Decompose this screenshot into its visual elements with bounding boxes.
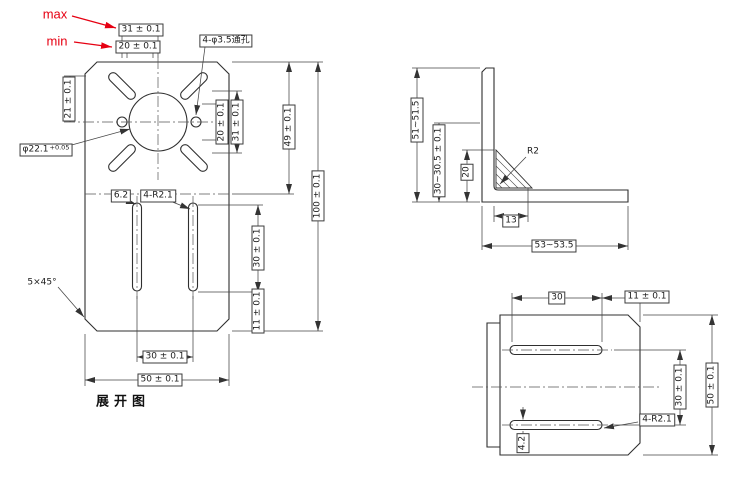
label-through-holes: 4-φ3.5通孔 (199, 34, 253, 48)
dim-center-bore-value: φ22.1 (22, 144, 49, 155)
diagonal-slots (108, 72, 208, 172)
dim-center-bore-tolerance: +0.05 (49, 143, 70, 152)
dim-side-height: 51~51.5 (410, 97, 424, 143)
label-topview-slot-radius: 4-R2.1 (639, 413, 675, 427)
l-bracket-outline (481, 67, 629, 203)
dim-side-13: 13 (502, 214, 520, 228)
max-annotation: max (42, 6, 68, 22)
dim-topview-height-50: 50 ± 0.1 (705, 362, 719, 408)
flat-view-dimension-lines (57, 24, 323, 386)
label-slot-radius: 4-R2.1 (140, 189, 176, 203)
bottom-view-outline (486, 314, 641, 456)
horizontal-slots (509, 344, 603, 431)
bottom-view-centerlines (472, 349, 660, 426)
dim-slot-width: 6.2 (110, 189, 132, 203)
dim-topview-slot-gap-30: 30 ± 0.1 (673, 364, 687, 410)
dim-left-21: 21 ± 0.1 (62, 76, 76, 122)
dim-topview-slot-30: 30 (548, 291, 566, 305)
flat-view-centerlines (64, 58, 229, 299)
dim-topview-slot-width: 4.2 (516, 432, 530, 454)
dim-side-width: 53~53.5 (531, 239, 577, 253)
vertical-slots (131, 202, 199, 292)
dim-bottom-11: 11 ± 0.1 (251, 288, 265, 334)
dim-top-20: 20 ± 0.1 (115, 40, 161, 54)
label-fillet-r2: R2 (527, 146, 539, 157)
min-annotation: min (46, 33, 68, 49)
bottom-view-dimension-lines (511, 293, 718, 456)
dim-bottom-50: 50 ± 0.1 (137, 373, 183, 387)
dim-right-100: 100 ± 0.1 (311, 170, 325, 222)
dim-topview-edge-11: 11 ± 0.1 (624, 290, 670, 304)
dim-center-bore: φ22.1+0.05 (19, 143, 73, 157)
plate-outline (499, 314, 641, 456)
dim-slot-length-30: 30 ± 0.1 (251, 225, 265, 271)
dim-right-31: 31 ± 0.1 (230, 99, 244, 145)
dim-bottom-30: 30 ± 0.1 (142, 350, 188, 364)
flat-plate-outline (84, 61, 230, 332)
dim-side-rib-20: 20 (460, 163, 474, 181)
flange-edge (486, 322, 500, 448)
dim-right-49: 49 ± 0.1 (282, 104, 296, 150)
dim-right-20: 20 ± 0.1 (215, 99, 229, 145)
max-min-arrows (71, 15, 117, 49)
label-chamfer: 5×45° (27, 277, 57, 288)
dim-side-inner-height: 30~30.5 ± 0.1 (432, 124, 446, 198)
flat-view-caption: 展开图 (95, 394, 151, 410)
dim-top-31: 31 ± 0.1 (118, 23, 164, 37)
